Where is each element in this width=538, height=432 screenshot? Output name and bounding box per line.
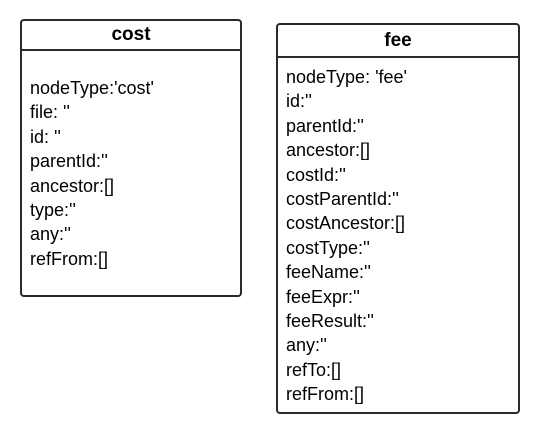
field-item: ancestor:[] xyxy=(30,175,115,196)
entity-box-cost: cost nodeType:'cost' file: '' id: '' par… xyxy=(20,19,242,297)
field-item: ancestor:[] xyxy=(286,140,371,161)
field-item: id:'' xyxy=(286,91,312,112)
field-item: feeExpr:'' xyxy=(286,286,360,307)
field-item: feeName:'' xyxy=(286,262,371,283)
field-item: costId:'' xyxy=(286,164,346,185)
field-item: refFrom:[] xyxy=(30,248,109,269)
field-item: id: '' xyxy=(30,126,61,147)
field-item: parentId:'' xyxy=(30,151,108,172)
field-item: file: '' xyxy=(30,102,70,123)
field-item: type:'' xyxy=(30,199,76,220)
field-item: refFrom:[] xyxy=(286,384,365,405)
field-item: nodeType:'cost' xyxy=(30,78,154,98)
field-item: feeResult:'' xyxy=(286,310,374,331)
field-list: nodeType: 'fee' id:'' parentId:'' ancest… xyxy=(278,58,518,406)
entity-title: cost xyxy=(22,21,240,51)
field-item: costParentId:'' xyxy=(286,188,399,209)
field-item: nodeType: 'fee' xyxy=(286,67,407,87)
field-item: costAncestor:[] xyxy=(286,213,406,234)
field-item: parentId:'' xyxy=(286,115,364,136)
field-item: any:'' xyxy=(286,335,327,356)
field-item: costType:'' xyxy=(286,237,370,258)
field-item: refTo:[] xyxy=(286,359,342,380)
entity-title: fee xyxy=(278,25,518,58)
field-list: nodeType:'cost' file: '' id: '' parentId… xyxy=(22,51,240,271)
entity-box-fee: fee nodeType: 'fee' id:'' parentId:'' an… xyxy=(276,23,520,414)
field-item: any:'' xyxy=(30,224,71,245)
